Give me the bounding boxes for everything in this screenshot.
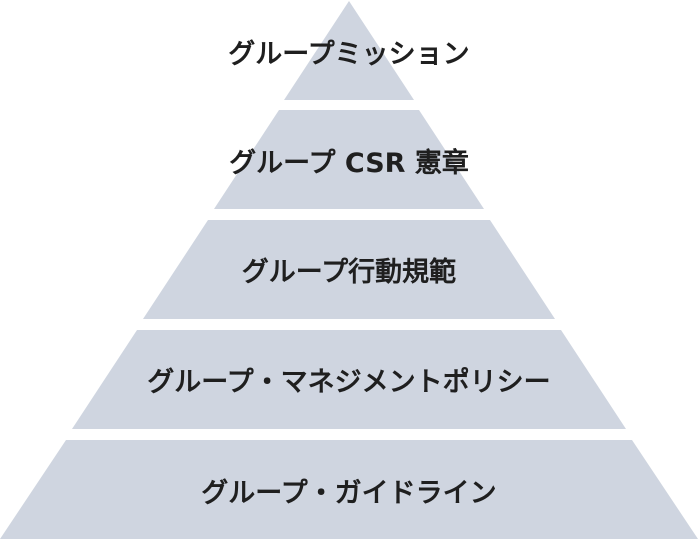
tier-5-shape <box>0 440 698 539</box>
tier-3-shape <box>143 220 555 319</box>
tier-2-label: グループ CSR 憲章 <box>229 147 469 179</box>
tier-2-shape <box>214 110 484 209</box>
tier-3-label: グループ行動規範 <box>242 256 456 288</box>
tier-5-label: グループ・ガイドライン <box>201 477 496 509</box>
tier-1-shape <box>284 1 414 100</box>
tier-1-label: グループミッション <box>228 38 469 70</box>
tier-4-shape <box>72 330 626 429</box>
tier-4-label: グループ・マネジメントポリシー <box>147 366 550 398</box>
